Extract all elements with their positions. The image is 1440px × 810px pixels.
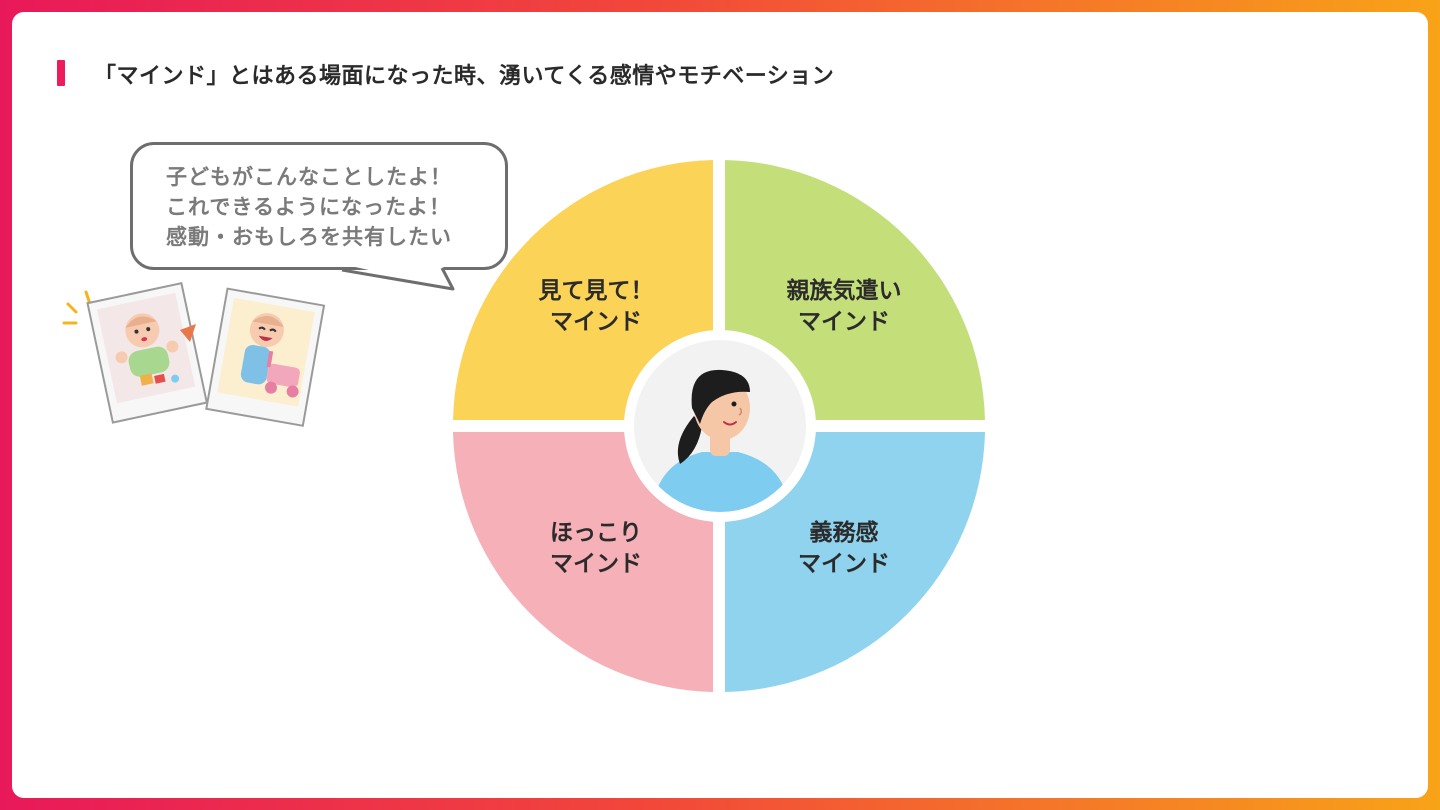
quadrant-top-left [453, 160, 713, 420]
quadrant-label-top-right: 親族気遣い マインド [786, 278, 902, 335]
quadrant-label-bottom-left: ほっこり マインド [550, 520, 642, 577]
speech-bubble-text: 子どもがこんなことしたよ！ これできるようになったよ！ 感動・おもしろを共有した… [166, 162, 452, 252]
mind-quadrant-diagram [453, 160, 985, 692]
slide-card: 「マインド」とはある場面になった時、湧いてくる感情やモチベーション 子どもがこん… [12, 12, 1428, 798]
bubble-line-2: これできるようになったよ！ [166, 195, 451, 219]
quadrant-label-top-left: 見て見て！ マインド [538, 278, 654, 335]
bubble-line-1: 子どもがこんなことしたよ！ [166, 165, 452, 189]
quadrant-top-right [725, 160, 985, 420]
quadrant-bottom-left [453, 432, 713, 692]
quadrant-bottom-right [725, 432, 985, 692]
bubble-line-3: 感動・おもしろを共有したい [166, 225, 452, 249]
page-title: 「マインド」とはある場面になった時、湧いてくる感情やモチベーション [94, 64, 835, 89]
speech-bubble: 子どもがこんなことしたよ！ これできるようになったよ！ 感動・おもしろを共有した… [130, 142, 508, 270]
title-accent-bar [57, 60, 65, 86]
person-avatar-icon [652, 369, 790, 512]
quadrant-label-bottom-right: 義務感 マインド [798, 520, 890, 577]
